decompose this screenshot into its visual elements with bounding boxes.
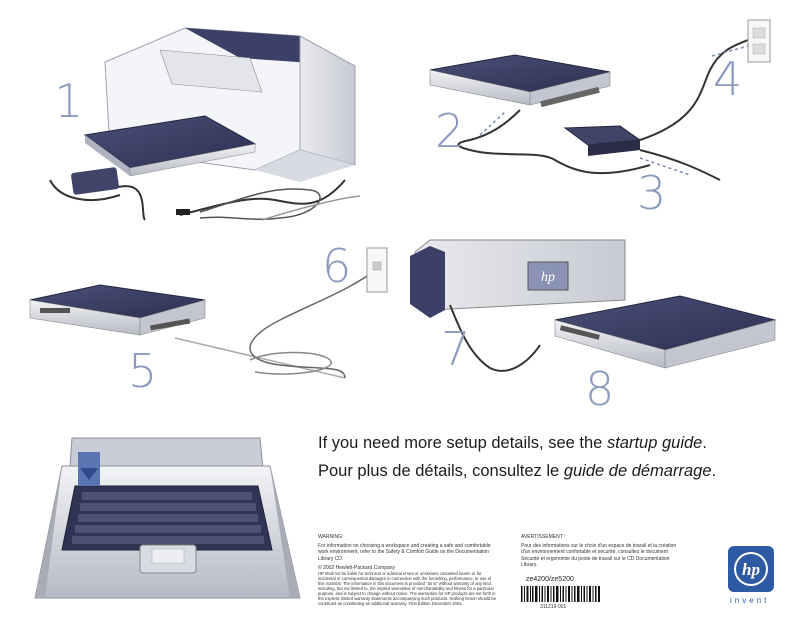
warning-body-en: For information on choosing a workspace … [318,543,491,562]
tagline-fr-end: . [711,462,717,480]
port-replicator-illustration: hp [410,239,777,372]
step-number-3: 3 [637,166,667,220]
copyright-line: © 2002 Hewlett-Packard Company [318,564,396,571]
step-number-1: 1 [54,74,84,128]
setup-guide-note-en: If you need more setup details, see the … [318,434,707,453]
warning-body-fr: Pour des informations sur le choix d'un … [521,543,677,568]
barcode [521,586,600,602]
step-number-4: 4 [713,52,743,106]
hp-logo: hp [728,546,774,592]
step-number-7: 7 [441,322,471,376]
model-numbers: ze4200/ze5200 [526,576,574,583]
warning-heading-fr: AVERTISSEMENT : [521,534,566,540]
open-laptop-illustration [34,437,301,599]
tagline-en-end: . [702,434,707,452]
power-connection-illustration [429,19,771,181]
disclaimer-text: HP shall not be liable for technical or … [318,571,497,607]
part-number: 311219-001 [540,604,567,610]
step-number-6: 6 [322,239,352,293]
brand-tagline: invent [730,596,770,605]
setup-guide-note-fr: Pour plus de détails, consultez le guide… [318,462,716,481]
svg-text:hp: hp [541,270,555,285]
tagline-en-emphasis: startup guide [606,434,703,452]
legal-text-fr: AVERTISSEMENT : Pour des informations su… [521,534,681,571]
tagline-en-text: If you need more setup details, see the [318,434,607,452]
step-number-2: 2 [435,104,465,158]
legal-text-en: WARNING: For information on choosing a w… [318,534,498,609]
hp-logo-text: hp [742,560,760,579]
step-number-8: 8 [585,362,615,416]
unboxing-illustration [49,27,361,221]
phone-connection-illustration [29,247,388,379]
warning-heading-en: WARNING: [318,534,344,540]
step-number-5: 5 [128,344,158,398]
tagline-fr-text: Pour plus de détails, consultez le [318,462,564,480]
tagline-fr-emphasis: guide de démarrage [563,462,712,480]
